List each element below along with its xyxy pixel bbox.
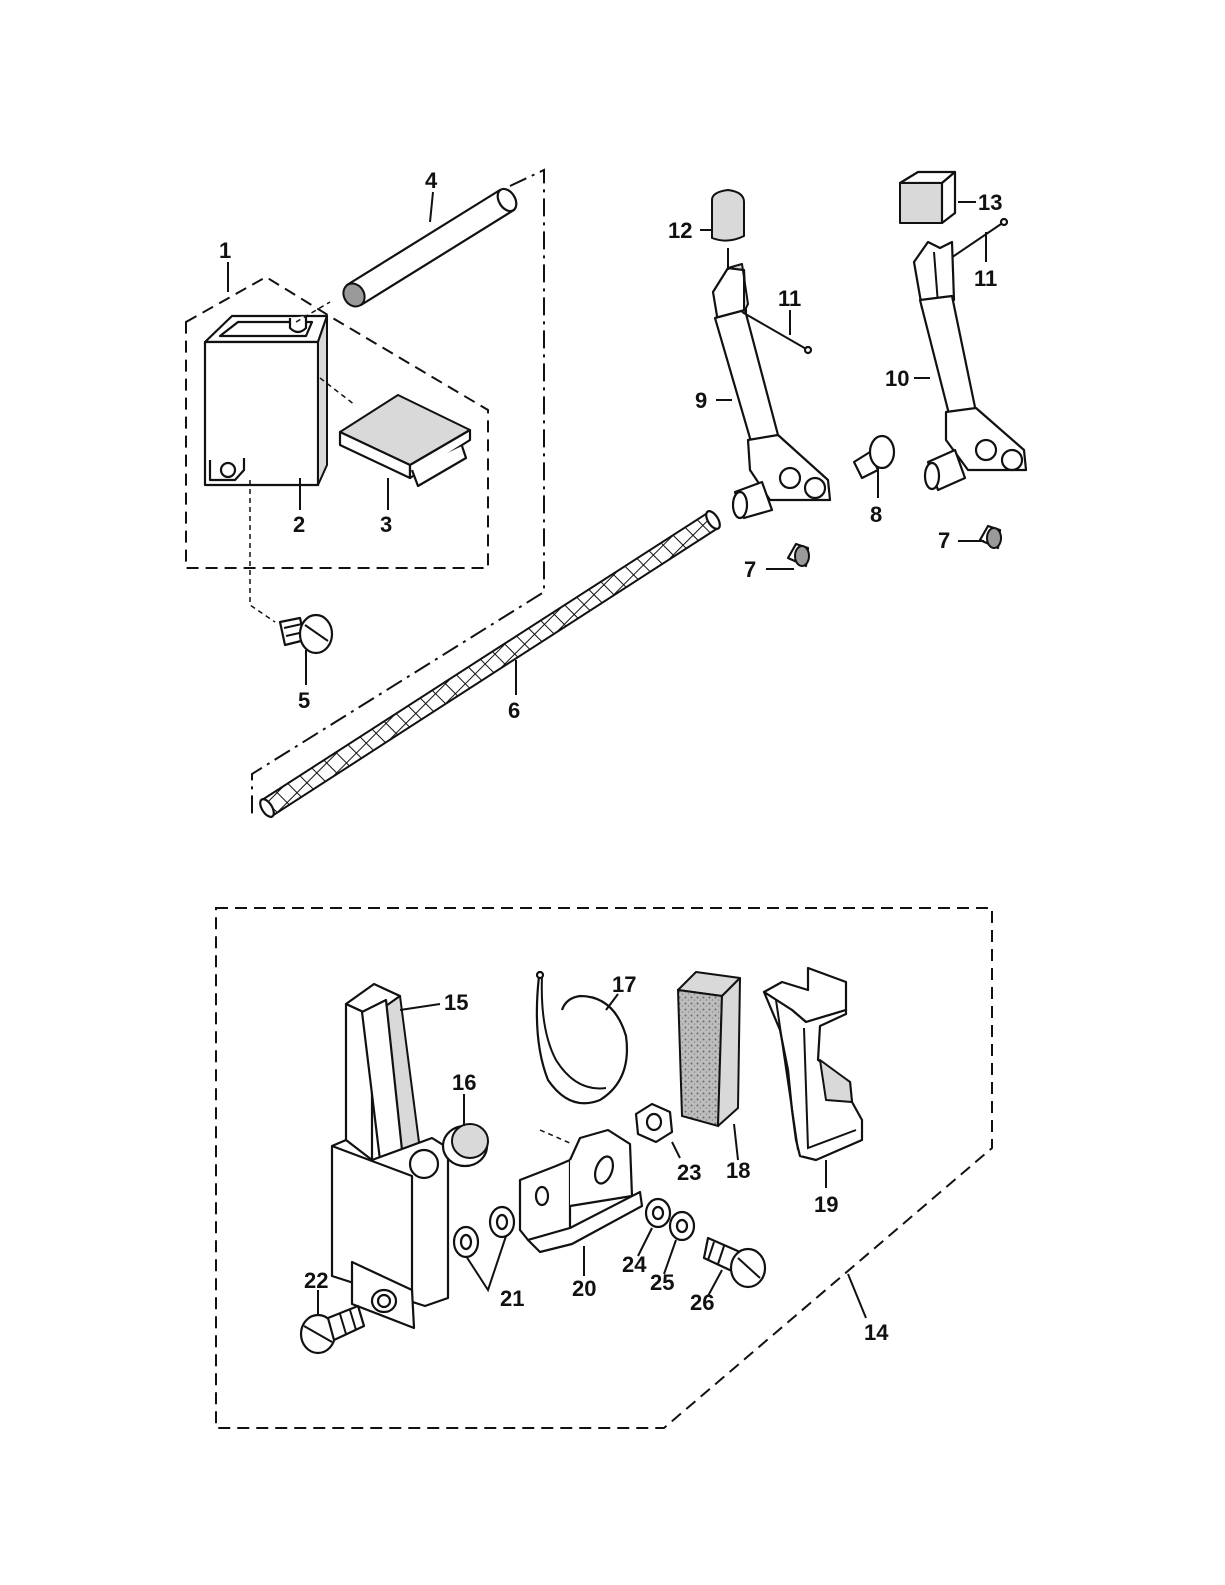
callout-6: 6 [508, 698, 520, 723]
holder-part-15 [332, 984, 448, 1328]
callout-10: 10 [885, 366, 909, 391]
screw-part-5 [280, 615, 332, 653]
pin-part-8 [854, 436, 894, 478]
callout-16: 16 [452, 1070, 476, 1095]
upper-assembly: 1 2 3 4 5 6 7 7 8 9 10 11 11 12 13 [186, 168, 1026, 819]
bracket-part-19 [764, 968, 862, 1160]
callout-19: 19 [814, 1192, 838, 1217]
callout-20: 20 [572, 1276, 596, 1301]
washer-part-21a [454, 1227, 478, 1257]
callout-11b: 11 [974, 266, 997, 291]
callout-5: 5 [298, 688, 310, 713]
callout-15: 15 [444, 990, 468, 1015]
callout-4: 4 [425, 168, 438, 193]
lever-part-10 [914, 242, 1026, 490]
cap-part-7b [980, 526, 1001, 548]
mount-part-20 [520, 1130, 642, 1252]
washer-part-24 [646, 1199, 670, 1227]
callout-25: 25 [650, 1270, 674, 1295]
plug-part-16 [443, 1124, 488, 1166]
screw-leader [250, 480, 275, 622]
callout-1: 1 [219, 238, 231, 263]
callout-7b: 7 [938, 528, 950, 553]
callout-13: 13 [978, 190, 1002, 215]
callout-7a: 7 [744, 557, 756, 582]
washer-part-25 [670, 1212, 694, 1240]
callout-21: 21 [500, 1286, 524, 1311]
felt-part-18 [678, 972, 740, 1126]
washer-part-21b [490, 1207, 514, 1237]
lower-assembly: 14 15 16 17 18 19 20 21 22 23 24 25 26 [216, 908, 992, 1428]
screw-part-26 [704, 1238, 765, 1287]
callout-23: 23 [677, 1160, 701, 1185]
callout-24: 24 [622, 1252, 647, 1277]
callout-11a: 11 [778, 286, 801, 311]
cable-part-6 [257, 509, 722, 819]
callout-18: 18 [726, 1158, 750, 1183]
screw-part-22 [301, 1306, 364, 1353]
callout-14: 14 [864, 1320, 889, 1345]
lever-part-9 [713, 264, 830, 518]
callout-12: 12 [668, 218, 692, 243]
callout-26: 26 [690, 1290, 714, 1315]
nut-part-23 [636, 1104, 672, 1142]
cover-part-3 [340, 395, 470, 486]
block-part-13 [900, 172, 955, 223]
pin-part-11b [948, 219, 1007, 260]
callout-3: 3 [380, 512, 392, 537]
cap-part-7a [788, 544, 809, 566]
callout-8: 8 [870, 502, 882, 527]
rod-part-4 [339, 186, 520, 311]
callout-9: 9 [695, 388, 707, 413]
callout-22: 22 [304, 1268, 328, 1293]
callout-17: 17 [612, 972, 636, 997]
callout-2: 2 [293, 512, 305, 537]
pad-part-12 [712, 190, 744, 241]
housing-part-2 [205, 316, 327, 485]
